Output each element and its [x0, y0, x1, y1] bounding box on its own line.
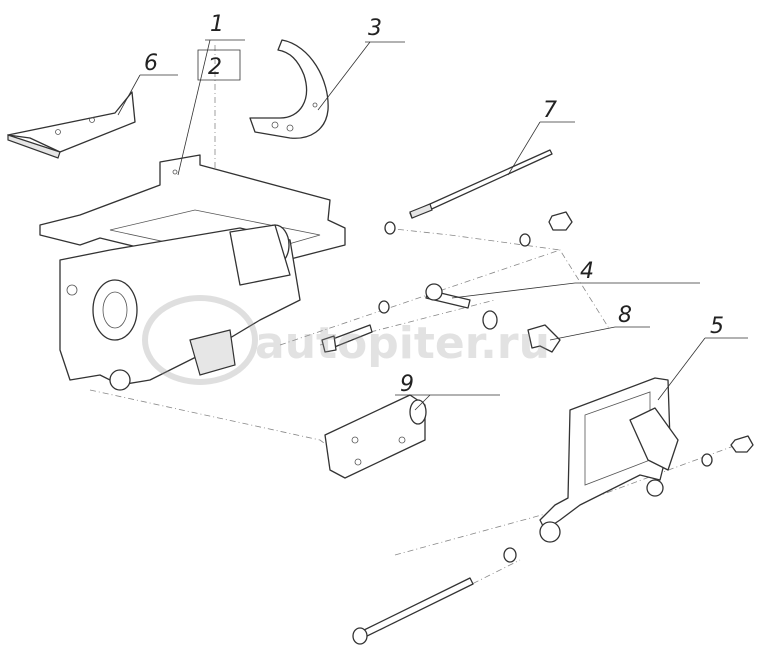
- callouts: 1 2 3 4 5 6 7 8 9: [144, 12, 724, 397]
- part-2-housing: [59, 224, 301, 391]
- callout-7: 7: [543, 98, 557, 123]
- bolt: [321, 324, 373, 353]
- watermark-text: autopiter.ru: [255, 318, 550, 369]
- part-9-plate: [324, 394, 427, 479]
- part-3-arc-bracket: [249, 39, 329, 139]
- fasteners: [378, 211, 754, 563]
- watermark: autopiter.ru: [142, 295, 550, 385]
- callout-9: 9: [400, 372, 414, 397]
- callout-1: 1: [210, 12, 224, 37]
- part-6-plate: [7, 91, 136, 159]
- part-4-eye-bolt: [425, 283, 471, 309]
- callout-8: 8: [618, 303, 632, 328]
- callout-3: 3: [368, 16, 382, 41]
- part-5-bracket: [539, 377, 679, 543]
- long-bolt: [352, 577, 474, 645]
- callout-6: 6: [144, 51, 158, 76]
- part-7-rod: [409, 149, 553, 219]
- leader-lines: [117, 39, 748, 411]
- callout-5: 5: [710, 314, 724, 339]
- callout-4: 4: [580, 259, 594, 284]
- part-8-fork: [527, 324, 561, 353]
- callout-2: 2: [208, 55, 222, 80]
